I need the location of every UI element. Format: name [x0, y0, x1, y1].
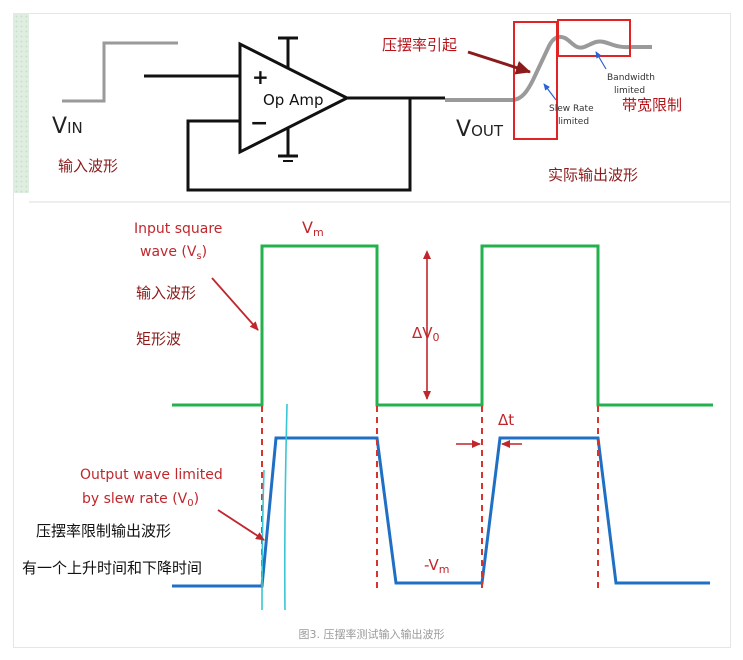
top-section: + − Op Amp VIN 输入波形 VOUT 压摆率引起 Slew Rate… — [52, 19, 682, 192]
figure-caption: 图3. 压摆率测试输入输出波形 — [298, 628, 445, 641]
cyan-hand-mark — [261, 403, 288, 611]
output-slew-wave — [172, 436, 710, 588]
delta-v-label: ΔV0 — [412, 324, 440, 344]
bandwidth-cn-label: 带宽限制 — [622, 96, 682, 114]
input-square-label-1: Input square — [134, 221, 222, 237]
delta-t-label: Δt — [498, 411, 514, 429]
vin-label: VIN — [52, 114, 83, 139]
bottom-section: ΔV0 Δt Vm -Vm Input square wave (Vs) 输入波… — [22, 218, 713, 611]
vout-label: VOUT — [456, 117, 504, 142]
slew-limited-label: limited — [558, 117, 589, 127]
output-waveform — [445, 34, 652, 102]
input-square-wave — [172, 244, 713, 407]
plus-sign: + — [252, 65, 269, 89]
slew-rate-label: Slew Rate — [549, 104, 594, 114]
op-amp-triangle — [238, 41, 351, 155]
op-amp-label: Op Amp — [263, 91, 324, 109]
input-square-arrow — [211, 277, 259, 331]
actual-output-cn-label: 实际输出波形 — [548, 166, 638, 184]
vm-label: Vm — [302, 218, 324, 239]
output-wave-arrow — [217, 509, 265, 541]
slew-cause-arrow — [467, 50, 531, 75]
minus-sign: − — [250, 111, 268, 136]
bandwidth-blue-arrow — [595, 51, 607, 70]
bandwidth-limited-label: limited — [614, 86, 645, 96]
decorative-strip — [14, 14, 29, 193]
input-wave-cn-label-bottom: 输入波形 — [136, 284, 196, 302]
input-square-label-2: wave (Vs) — [140, 244, 207, 262]
square-wave-cn-label: 矩形波 — [136, 330, 181, 348]
output-wave-label-2: by slew rate (V0) — [82, 491, 199, 509]
input-wave-cn-label: 输入波形 — [58, 157, 118, 175]
rise-fall-cn-label: 有一个上升时间和下降时间 — [22, 559, 202, 577]
slew-rate-box — [513, 21, 558, 140]
input-step-waveform — [62, 41, 178, 103]
slew-rate-blue-arrow — [543, 83, 557, 101]
feedback-loop — [186, 98, 412, 192]
slew-cause-cn-label: 压摆率引起 — [382, 36, 457, 54]
slew-limited-cn-label: 压摆率限制输出波形 — [36, 522, 171, 540]
output-wave-label-1: Output wave limited — [80, 467, 223, 483]
neg-vm-label: -Vm — [424, 556, 450, 576]
bandwidth-label: Bandwidth — [607, 73, 655, 83]
bandwidth-box — [557, 19, 631, 57]
